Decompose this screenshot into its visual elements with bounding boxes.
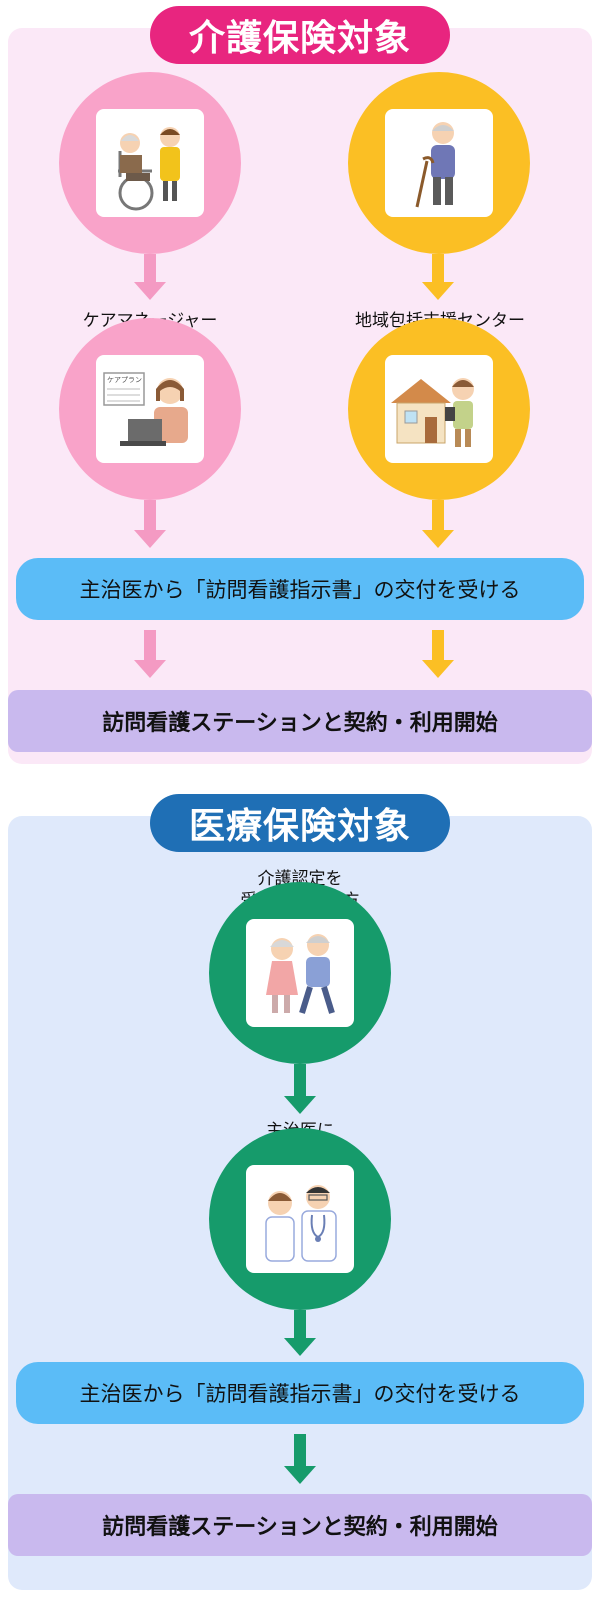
wheelchair-icon	[118, 127, 180, 211]
couple-walking-icon	[266, 934, 335, 1014]
circle-care-level	[59, 72, 241, 254]
circle-consult-doctor	[209, 1128, 391, 1310]
iryo-contract-start: 訪問看護ステーションと契約・利用開始	[8, 1494, 592, 1556]
circle-no-care-certification	[209, 882, 391, 1064]
elderly-couple-illustration	[246, 919, 354, 1027]
circle-support-center	[348, 318, 530, 500]
arrow-down-green-1	[284, 1064, 316, 1114]
doctor-nurse-illustration	[246, 1165, 354, 1273]
kaigo-title: 介護保険対象	[150, 6, 450, 64]
house-icon	[391, 378, 474, 447]
arrow-down-green-2	[284, 1310, 316, 1356]
arrow-down-green-3	[284, 1434, 316, 1484]
arrow-down-pink-2	[134, 500, 166, 548]
arrow-down-yellow-3	[422, 630, 454, 678]
arrow-down-pink-3	[134, 630, 166, 678]
doctor-icon	[265, 1185, 337, 1262]
arrow-down-pink-1	[134, 254, 166, 300]
careplan-sign-text: ケアプラン	[107, 376, 142, 384]
kaigo-contract-start: 訪問看護ステーションと契約・利用開始	[8, 690, 592, 752]
home-visit-illustration	[385, 355, 493, 463]
iryo-doctor-instruction-bar: 主治医から「訪問看護指示書」の交付を受ける	[16, 1362, 584, 1424]
laptop-icon: ケアプラン	[103, 372, 188, 446]
wheelchair-illustration	[96, 109, 204, 217]
circle-care-manager: ケアプラン	[59, 318, 241, 500]
arrow-down-yellow-2	[422, 500, 454, 548]
kaigo-doctor-instruction-bar: 主治医から「訪問看護指示書」の交付を受ける	[16, 558, 584, 620]
cane-icon	[415, 122, 455, 208]
care-manager-illustration: ケアプラン	[96, 355, 204, 463]
iryo-title: 医療保険対象	[150, 794, 450, 852]
arrow-down-yellow-1	[422, 254, 454, 300]
circle-support-level	[348, 72, 530, 254]
elderly-cane-illustration	[385, 109, 493, 217]
